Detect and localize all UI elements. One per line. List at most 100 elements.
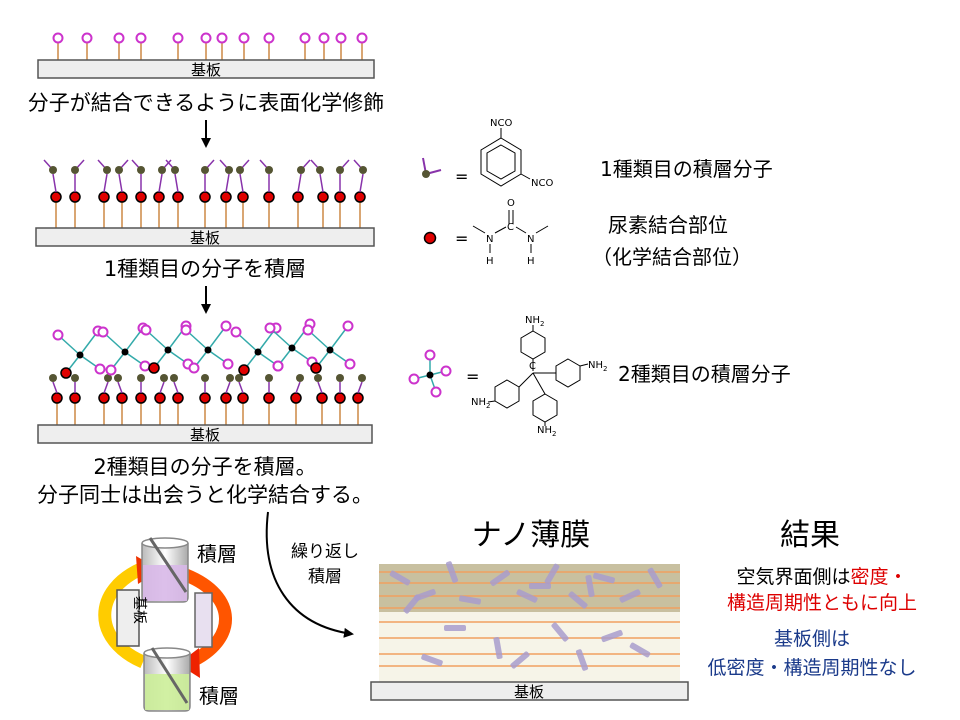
first-mol-link	[103, 173, 108, 193]
urea-site	[220, 392, 232, 404]
legend-first-mol-head	[422, 170, 430, 178]
urea-n-right: N	[527, 234, 534, 245]
film-molecule-rod	[490, 570, 510, 586]
urea-site	[290, 392, 302, 404]
film-molecule-rod	[629, 642, 651, 658]
cycle-arrow-left	[98, 562, 146, 668]
second-mol-core	[204, 346, 212, 354]
substrate-piece-label: 基板	[131, 596, 148, 624]
legend-second-mol-end	[408, 373, 420, 385]
second-mol-core	[254, 348, 262, 356]
urea-site	[135, 191, 147, 203]
urea-site	[199, 392, 211, 404]
urea-site	[334, 392, 346, 404]
urea-site	[98, 392, 110, 404]
repeat-label-line2: 積層	[308, 567, 342, 587]
first-mol-link	[225, 173, 230, 193]
film-molecule-rod	[516, 589, 538, 603]
nh2-bottom: NH2	[537, 425, 556, 438]
first-mol-link	[117, 381, 123, 394]
second-mol-end	[264, 322, 276, 334]
new-urea-site	[148, 362, 160, 374]
urea-site	[50, 191, 62, 203]
film-molecule-rod	[421, 653, 443, 667]
first-mol-head	[201, 166, 209, 174]
repeat-annotation: 繰り返し 積層	[265, 511, 359, 638]
step3-caption-line2: 分子同士は出会うと化学結合する。	[37, 483, 373, 507]
urea-site	[334, 191, 346, 203]
modifier-ring	[263, 32, 275, 44]
first-mol-link	[297, 173, 302, 193]
urea-c: C	[507, 222, 514, 233]
urea-site	[237, 392, 249, 404]
legend-equals-1: =	[455, 167, 468, 186]
urea-site	[153, 191, 165, 203]
film-molecule-rod	[575, 649, 589, 671]
first-mol-head	[226, 374, 234, 382]
first-mol-link	[239, 173, 244, 193]
first-mol-link	[52, 381, 58, 394]
step3-caption-line1: 2種類目の分子を積層。	[93, 455, 316, 479]
first-mol-link	[295, 381, 301, 394]
urea-site	[354, 191, 366, 203]
urea-structure	[472, 210, 549, 253]
film-molecule-rod	[619, 589, 641, 603]
second-mol-core	[76, 351, 84, 359]
urea-site	[69, 191, 81, 203]
substrate-piece-right	[194, 592, 213, 648]
legend-second-molecule: = NH2 NH2 NH2 NH2 C 2種類目の積層分子	[408, 315, 791, 438]
second-mol-end	[94, 363, 106, 375]
nh2-top: NH2	[525, 315, 544, 328]
first-mol-head	[336, 374, 344, 382]
urea-h-right: H	[527, 256, 535, 267]
modifier-ring	[238, 32, 250, 44]
urea-site-label-line1: 尿素結合部位	[608, 213, 728, 237]
legend-second-mol-end	[440, 365, 452, 377]
urea-site	[292, 191, 304, 203]
film-molecule-rod	[445, 561, 459, 583]
second-mol-end	[188, 362, 200, 374]
second-mol-end	[52, 329, 64, 341]
urea-site-label-line2: （化学結合部位）	[592, 245, 752, 269]
first-mol-head	[171, 166, 179, 174]
second-mol-core	[288, 344, 296, 352]
modifier-ring	[299, 32, 311, 44]
first-mol-link	[357, 381, 363, 394]
stage2-first-layer: 基板 1種類目の分子を積層	[35, 159, 375, 281]
first-mol-link	[159, 381, 165, 394]
legend-first-molecule: = NCO NCO 1種類目の積層分子	[422, 118, 773, 189]
second-mol-end	[272, 360, 284, 372]
stack-label-bottom: 積層	[199, 684, 239, 708]
first-mol-link	[103, 381, 109, 394]
nh2-left: NH2	[471, 397, 490, 410]
cycle-arrow-right	[183, 568, 232, 668]
modifier-ring	[318, 32, 330, 44]
surface-modifier-molecules	[52, 32, 368, 60]
stage1-surface: 基板 分子が結合できるように表面化学修飾	[28, 32, 385, 115]
second-mol-end	[344, 358, 356, 370]
first-mol-link	[174, 173, 179, 193]
first-mol-head	[137, 166, 145, 174]
repeat-curved-arrow	[265, 511, 354, 638]
new-urea-site	[60, 367, 72, 379]
substrate-film	[370, 681, 689, 701]
nco-label-top: NCO	[490, 118, 512, 129]
first-mol-head	[297, 166, 305, 174]
tetraphenylmethane-structure	[487, 325, 589, 426]
film-molecule-rod	[551, 622, 569, 642]
modifier-ring	[200, 32, 212, 44]
modifier-ring	[135, 32, 147, 44]
urea-site	[237, 191, 249, 203]
first-mol-head	[158, 166, 166, 174]
first-mol-head	[103, 166, 111, 174]
second-mol-end	[220, 320, 232, 332]
step1-caption: 分子が結合できるように表面化学修飾	[28, 91, 385, 115]
step2-caption: 1種類目の分子を積層	[104, 257, 306, 281]
modifier-ring	[172, 32, 184, 44]
first-mol-head	[137, 374, 145, 382]
urea-site	[317, 191, 329, 203]
beaker-bottom	[143, 647, 191, 712]
first-mol-link	[158, 173, 163, 193]
second-molecule-label: 2種類目の積層分子	[618, 362, 791, 386]
